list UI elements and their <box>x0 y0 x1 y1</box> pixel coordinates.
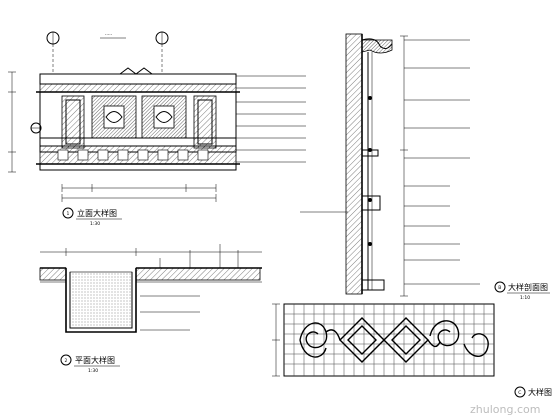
axis-marker-b <box>155 31 169 72</box>
pattern-title-text: 大样图 <box>528 387 552 397</box>
section-title: B 大样剖面图 1:10 <box>494 281 550 301</box>
cornice-top <box>39 73 237 85</box>
elevation-scale: 1:30 <box>90 221 100 227</box>
plan-recess <box>65 268 137 333</box>
base-molding <box>362 279 385 291</box>
elevation-view: ····· <box>8 31 306 227</box>
cornice-molding <box>39 83 237 93</box>
pattern-frame <box>283 303 495 377</box>
pattern-dimension <box>272 303 280 377</box>
section-scale: 1:10 <box>520 295 530 301</box>
fixing-points <box>368 96 372 246</box>
section-title-text: 大样剖面图 <box>508 282 548 292</box>
pattern-title: C 大样图 <box>514 386 552 398</box>
section-view: B 大样剖面图 1:10 <box>300 33 550 301</box>
elevation-marker: 1 <box>67 211 70 217</box>
base-openings <box>57 149 209 161</box>
section-callouts <box>404 39 480 285</box>
elevation-title-text: 立面大样图 <box>77 208 117 218</box>
ornament-pattern-view: C 大样图 <box>272 303 552 398</box>
dimension-bottom <box>61 184 217 202</box>
axis-marker-a <box>46 31 60 72</box>
axis-text: ····· <box>105 33 112 38</box>
pilaster-left <box>61 95 85 149</box>
pilaster-right <box>193 95 217 149</box>
elevation-title: 1 立面大样图 1:30 <box>62 207 122 227</box>
plan-callouts <box>140 244 239 331</box>
watermark: zhulong.com <box>470 403 540 416</box>
section-wall <box>345 33 363 295</box>
plan-marker: 2 <box>65 358 68 364</box>
dimension-left <box>8 71 16 173</box>
section-marker: B <box>498 285 501 291</box>
elevation-callouts <box>236 75 306 163</box>
pattern-marker: C <box>518 390 521 396</box>
plan-wall-left <box>39 267 67 281</box>
pattern-grid <box>284 304 494 376</box>
plan-core <box>69 271 133 329</box>
plan-title: 2 平面大样图 1:30 <box>60 354 120 374</box>
pattern-scrolls <box>299 317 489 363</box>
plan-wall-right <box>135 267 261 281</box>
mid-molding <box>362 149 379 157</box>
crown-ornament <box>118 67 154 75</box>
plan-scale: 1:30 <box>88 368 98 374</box>
plan-title-text: 平面大样图 <box>75 355 115 365</box>
plan-view: 2 平面大样图 1:30 <box>39 244 262 374</box>
